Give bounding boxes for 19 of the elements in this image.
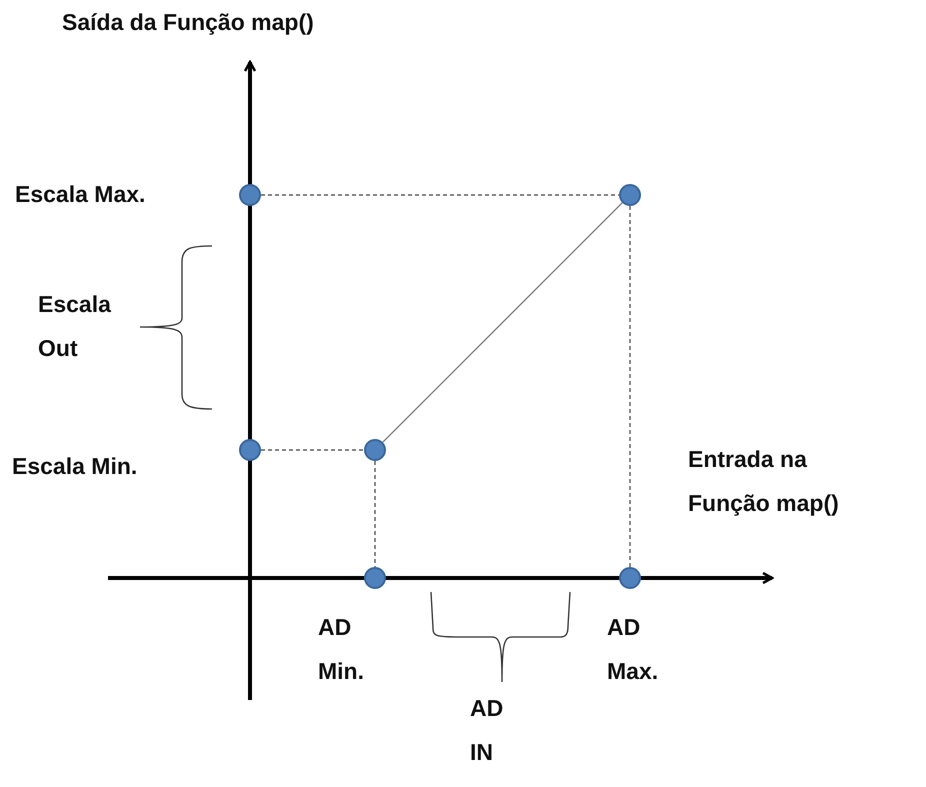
point-label: AD Max. (607, 613, 660, 686)
guide-line (261, 194, 619, 196)
guide-line (261, 449, 364, 451)
point-marker (239, 184, 261, 206)
guide-line (629, 206, 631, 567)
axis-title: Entrada na Função map() (688, 445, 840, 518)
point-marker (619, 184, 641, 206)
range-label: Escala Out (38, 290, 112, 363)
scale-label: Escala Min. (12, 452, 138, 481)
point-label: AD Min. (318, 613, 365, 686)
point-marker (239, 439, 261, 461)
guide-line (374, 461, 376, 567)
point-marker (364, 439, 386, 461)
range-label: AD IN (470, 694, 504, 767)
mapping-line (382, 202, 623, 443)
scale-label: Escala Max. (15, 180, 146, 209)
axis-title: Saída da Função map() (62, 8, 314, 37)
point-marker (619, 567, 641, 589)
point-marker (364, 567, 386, 589)
